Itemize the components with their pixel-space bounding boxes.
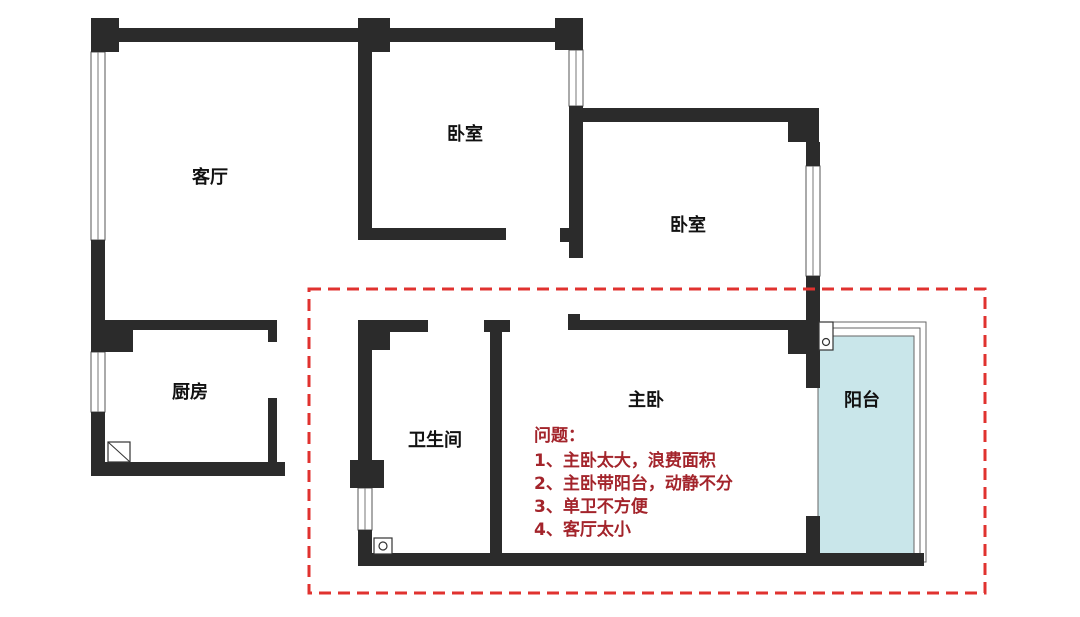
fixtures xyxy=(107,321,834,555)
room-label-bathroom: 卫生间 xyxy=(408,429,462,451)
room-label-bedroom-top: 卧室 xyxy=(447,123,483,145)
room-label-master-bedroom: 主卧 xyxy=(628,389,664,411)
note-item: 4、客厅太小 xyxy=(534,519,631,540)
room-label-balcony: 阳台 xyxy=(844,389,880,411)
highlight-box xyxy=(307,287,987,595)
room-label-kitchen: 厨房 xyxy=(172,381,208,403)
walls xyxy=(91,18,924,566)
room-label-bedroom-right: 卧室 xyxy=(670,214,706,236)
note-item: 2、主卧带阳台，动静不分 xyxy=(534,473,733,494)
room-label-living-room: 客厅 xyxy=(192,166,228,188)
notes-title: 问题： xyxy=(534,425,585,446)
problem-notes: 问题： 1、主卧太大，浪费面积 2、主卧带阳台，动静不分 3、单卫不方便 4、客… xyxy=(534,425,733,540)
note-item: 1、主卧太大，浪费面积 xyxy=(534,450,716,471)
note-item: 3、单卫不方便 xyxy=(534,496,649,517)
balcony-area xyxy=(817,335,915,555)
